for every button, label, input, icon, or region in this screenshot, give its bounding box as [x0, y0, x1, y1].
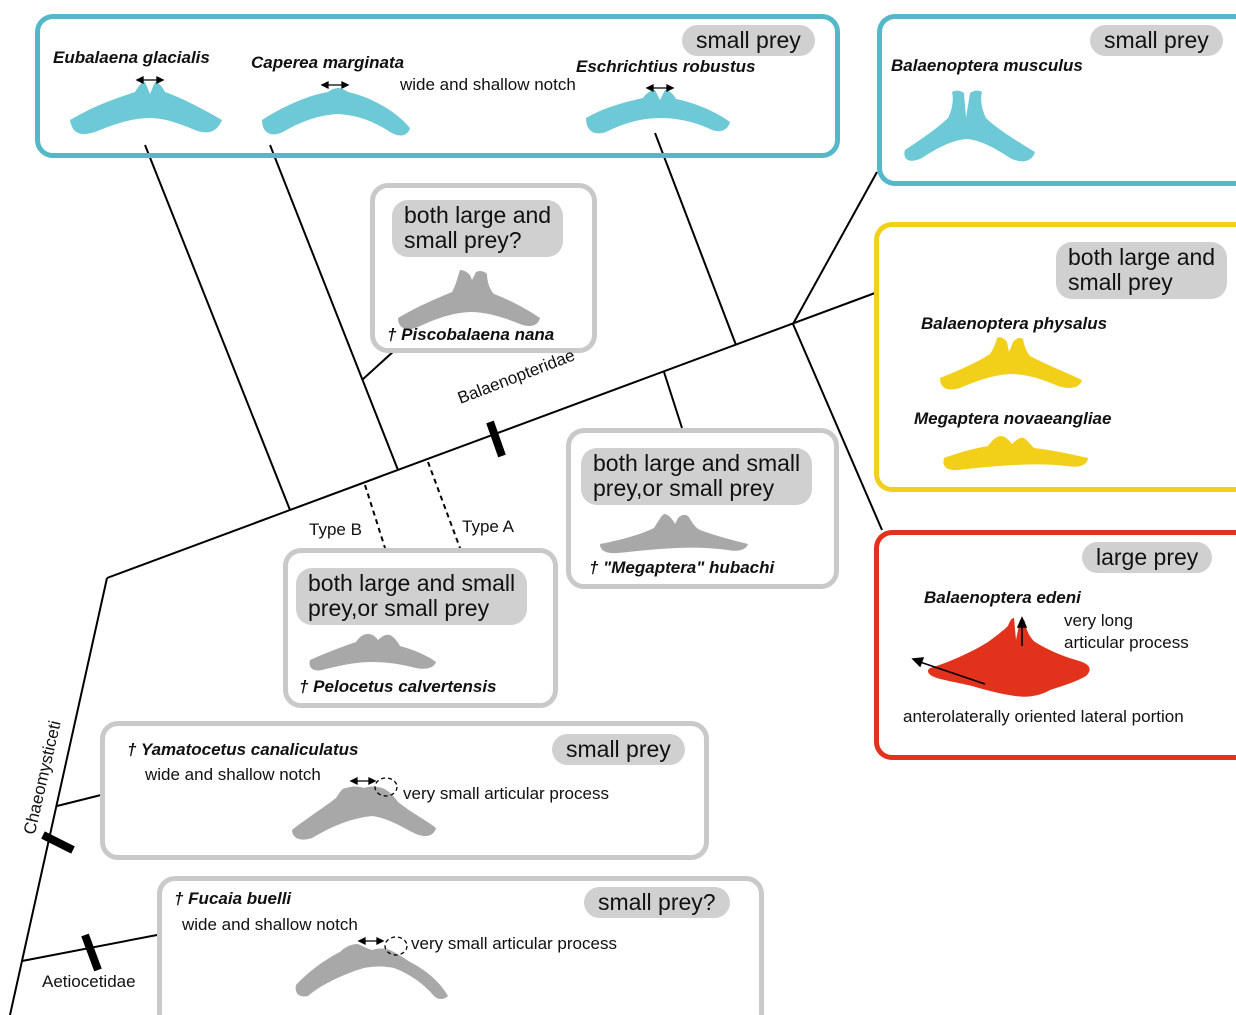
tree-branches — [9, 132, 883, 1015]
branch-crown-stem — [106, 509, 291, 579]
fucaia-note2: very small articular process — [411, 934, 617, 953]
bone-megaptera-hubachi — [600, 514, 748, 554]
branch-edeni — [792, 323, 883, 531]
prey-hubachi-line2: prey,or small prey — [593, 475, 775, 501]
bone-fucaia — [295, 944, 448, 999]
notch-arrows — [135, 75, 675, 946]
yamatocetus-note1: wide and shallow notch — [145, 765, 321, 784]
branch-type-a — [427, 461, 461, 549]
clade-bars — [41, 420, 506, 972]
prey-pill-yamatocetus: small prey — [552, 734, 685, 765]
arrows-edeni — [911, 616, 1028, 685]
species-physalus: Balaenoptera physalus — [921, 314, 1108, 333]
fucaia-note1: wide and shallow notch — [182, 915, 358, 934]
species-novaeangliae: Megaptera novaeangliae — [914, 409, 1112, 428]
bone-yamatocetus — [292, 786, 436, 840]
branch-root — [9, 577, 108, 1015]
species-yamatocetus: † Yamatocetus canaliculatus — [127, 740, 359, 759]
prey-piscobalaena-line1: both large and — [404, 202, 552, 228]
prey-yellow-line2: small prey — [1068, 269, 1173, 295]
branch-megaptera-hubachi — [663, 371, 683, 429]
species-piscobalaena: † Piscobalaena nana — [387, 325, 555, 344]
edeni-note1-line2: articular process — [1064, 633, 1189, 652]
bone-eschrichtius — [586, 90, 730, 134]
prey-pill-pelocetus: both large and small prey,or small prey — [296, 568, 528, 625]
prey-pelocetus-line2: prey,or small prey — [308, 595, 490, 621]
bone-pelocetus — [309, 634, 436, 671]
box-blue-left — [35, 14, 840, 158]
branch-piscobalaena — [361, 349, 396, 381]
balaenopteridae-bar — [486, 420, 506, 458]
prey-piscobalaena-line2: small prey? — [404, 227, 522, 253]
prey-pill-fucaia: small prey? — [584, 887, 730, 918]
aetiocetidae-bar — [81, 933, 102, 972]
prey-yellow-line1: both large and — [1068, 244, 1216, 270]
bone-caperea — [262, 88, 410, 136]
branch-chaeo-yamatocetus — [56, 794, 102, 807]
bone-eubalaena — [70, 82, 222, 135]
branch-type-b — [364, 484, 386, 549]
bone-piscobalaena — [398, 270, 540, 330]
bone-physalus — [940, 337, 1082, 390]
prey-pill-red: large prey — [1082, 542, 1213, 573]
box-pelocetus — [283, 548, 558, 708]
prey-pelocetus-line1: both large and small — [308, 570, 516, 596]
bone-novaeangliae — [943, 436, 1088, 471]
type-b-label: Type B — [309, 520, 362, 539]
prey-pill-megaptera-hubachi: both large and small prey,or small prey — [581, 448, 813, 505]
box-megaptera-hubachi — [566, 428, 839, 589]
aetiocetidae-label: Aetiocetidae — [42, 972, 136, 991]
box-yamatocetus — [100, 721, 709, 860]
prey-hubachi-line1: both large and small — [593, 450, 801, 476]
edeni-note2: anterolaterally oriented lateral portion — [903, 707, 1184, 726]
species-eschrichtius: Eschrichtius robustus — [576, 57, 756, 76]
notch-note-blue: wide and shallow notch — [400, 75, 576, 94]
prey-pill-piscobalaena: both large and small prey? — [392, 200, 564, 257]
prey-pill-blue-left: small prey — [682, 25, 815, 56]
box-blue-right — [877, 14, 1236, 186]
branch-eschrichtius — [654, 132, 737, 346]
species-pelocetus: † Pelocetus calvertensis — [299, 677, 497, 696]
bone-edeni — [927, 618, 1090, 697]
species-fucaia: † Fucaia buelli — [174, 889, 292, 908]
chaeomysticeti-bar — [41, 831, 75, 854]
species-edeni: Balaenoptera edeni — [924, 588, 1081, 607]
type-a-label: Type A — [462, 517, 514, 536]
species-eubalaena: Eubalaena glacialis — [53, 48, 210, 67]
bone-musculus — [904, 90, 1035, 162]
box-red — [874, 530, 1236, 760]
edeni-note1-line1: very long — [1064, 611, 1133, 630]
branch-caperea — [269, 144, 399, 471]
branch-crown-main — [289, 292, 876, 511]
branch-eubalaena — [144, 144, 291, 511]
yamatocetus-note2: very small articular process — [403, 784, 609, 803]
prey-pill-yellow: both large and small prey — [1056, 242, 1228, 299]
prey-pill-blue-right: small prey — [1090, 25, 1223, 56]
box-piscobalaena — [370, 183, 597, 353]
box-fucaia — [157, 876, 764, 1015]
box-yellow — [874, 222, 1236, 492]
species-caperea: Caperea marginata — [251, 53, 405, 72]
species-musculus: Balaenoptera musculus — [891, 56, 1083, 75]
articular-circles — [374, 777, 408, 956]
branch-musculus — [792, 171, 878, 325]
species-megaptera-hubachi: † "Megaptera" hubachi — [589, 558, 775, 577]
